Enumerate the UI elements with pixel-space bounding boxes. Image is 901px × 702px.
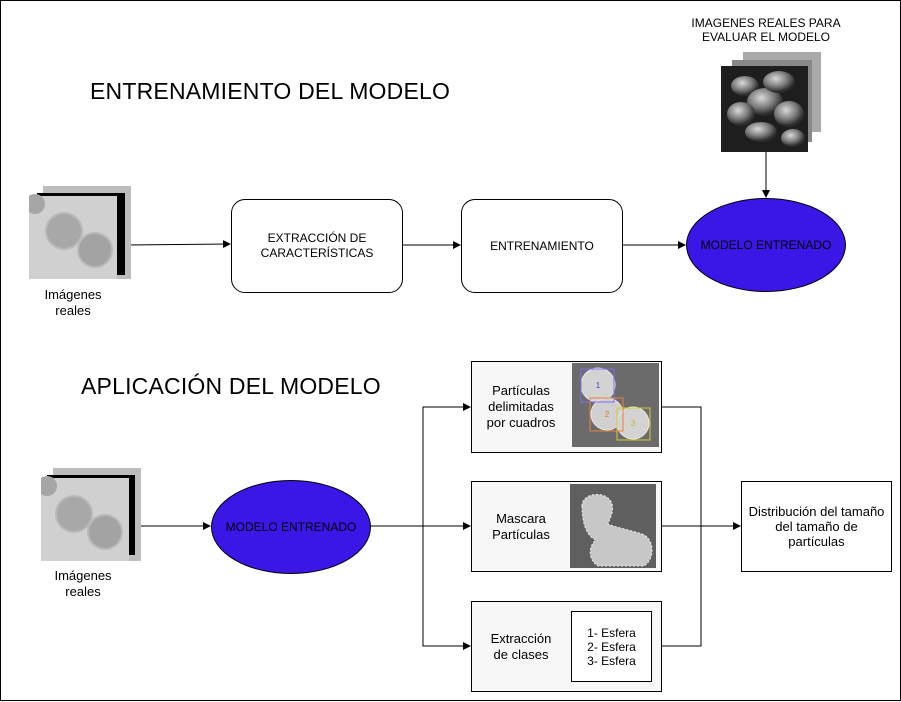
bbox-line-3: por cuadros [486, 415, 556, 430]
line-classes-to-result [661, 526, 702, 647]
class-item-1: 1- Esfera [587, 625, 636, 640]
trained-model-ellipse-bottom: MODELO ENTRENADO [211, 480, 371, 574]
arrow-model-to-classes [422, 526, 471, 650]
class-item-3: 3- Esfera [587, 653, 636, 668]
arrow-input-to-extraction [126, 240, 231, 249]
classes-line-2: de clases [493, 646, 549, 662]
particle-circle [77, 232, 113, 268]
extraction-line-1: EXTRACCIÓN DE [267, 231, 367, 245]
bounding-box-2 [589, 397, 624, 432]
class-item-2: 2- Esfera [587, 639, 636, 654]
bbox-label-3: 3 [631, 419, 636, 428]
eval-image-stack [721, 52, 821, 152]
class-list: 1- Esfera 2- Esfera 3- Esfera [571, 611, 652, 682]
particle-mask [581, 494, 653, 567]
particle-circle [87, 514, 123, 550]
bbox-label-1: 1 [596, 381, 601, 390]
arrow-model-to-bbox [370, 403, 471, 527]
size-distribution-box: Distribución del tamaño del tamaño de pa… [741, 481, 892, 572]
particle-blob [731, 76, 759, 96]
particle-circle [45, 212, 83, 250]
eval-label-line-2: EVALUAR EL MODELO [701, 30, 831, 44]
extraction-line-2: CARACTERÍSTICAS [260, 246, 374, 260]
eval-images-label: IMAGENES REALES PARA EVALUAR EL MODELO [677, 16, 855, 44]
classes-line-1: Extracción [490, 630, 552, 646]
particle-blob [774, 101, 804, 127]
training-label: ENTRENAMIENTO [490, 238, 594, 253]
result-line-3: partículas [788, 534, 845, 549]
trained-model-label: MODELO ENTRENADO [225, 520, 357, 534]
bbox-label-2: 2 [605, 410, 610, 419]
eval-label-line-1: IMAGENES REALES PARA [691, 16, 841, 30]
mask-line-1: Mascara [496, 510, 546, 526]
caption-line-2: reales [55, 303, 91, 318]
mask-image [570, 484, 656, 568]
particle-circle [29, 194, 45, 214]
class-extraction-text: Extracción de clases [472, 631, 570, 663]
application-input-image-stack [41, 468, 141, 561]
training-input-image-stack [29, 186, 131, 279]
trained-model-ellipse-top: MODELO ENTRENADO [686, 198, 846, 292]
result-line-2: del tamaño de [775, 519, 858, 534]
caption-line-2: reales [65, 584, 101, 599]
line-bbox-to-result [661, 406, 702, 526]
particle-blob [781, 129, 805, 147]
mask-line-2: Partículas [492, 526, 550, 542]
bbox-line-1: Partículas [492, 383, 550, 398]
training-section-title: ENTRENAMIENTO DEL MODELO [90, 78, 451, 104]
particle-blob [747, 88, 783, 116]
result-line-1: Distribución del tamaño [748, 504, 885, 519]
particle-circle [41, 476, 57, 496]
caption-line-1: Imágenes [54, 568, 112, 583]
particle-blob [727, 102, 755, 126]
application-section-title: APLICACIÓN DEL MODELO [81, 373, 381, 399]
particle-circle [55, 495, 93, 533]
training-input-caption: Imágenes reales [29, 287, 117, 319]
training-box: ENTRENAMIENTO [461, 199, 623, 293]
particle-blob [745, 122, 777, 142]
bbox-image: 1 2 3 [572, 363, 659, 447]
bbox-output-text: Partículas delimitadas por cuadros [472, 383, 570, 431]
application-input-caption: Imágenes reales [39, 568, 127, 600]
mask-output-text: Mascara Partículas [472, 511, 570, 543]
bbox-line-2: delimitadas [488, 399, 554, 414]
trained-model-label: MODELO ENTRENADO [700, 238, 832, 252]
particle-blob [763, 71, 795, 93]
feature-extraction-box: EXTRACCIÓN DE CARACTERÍSTICAS [231, 199, 403, 293]
bounding-box-3 [616, 407, 651, 441]
bounding-box-1 [580, 368, 615, 403]
caption-line-1: Imágenes [44, 287, 102, 302]
